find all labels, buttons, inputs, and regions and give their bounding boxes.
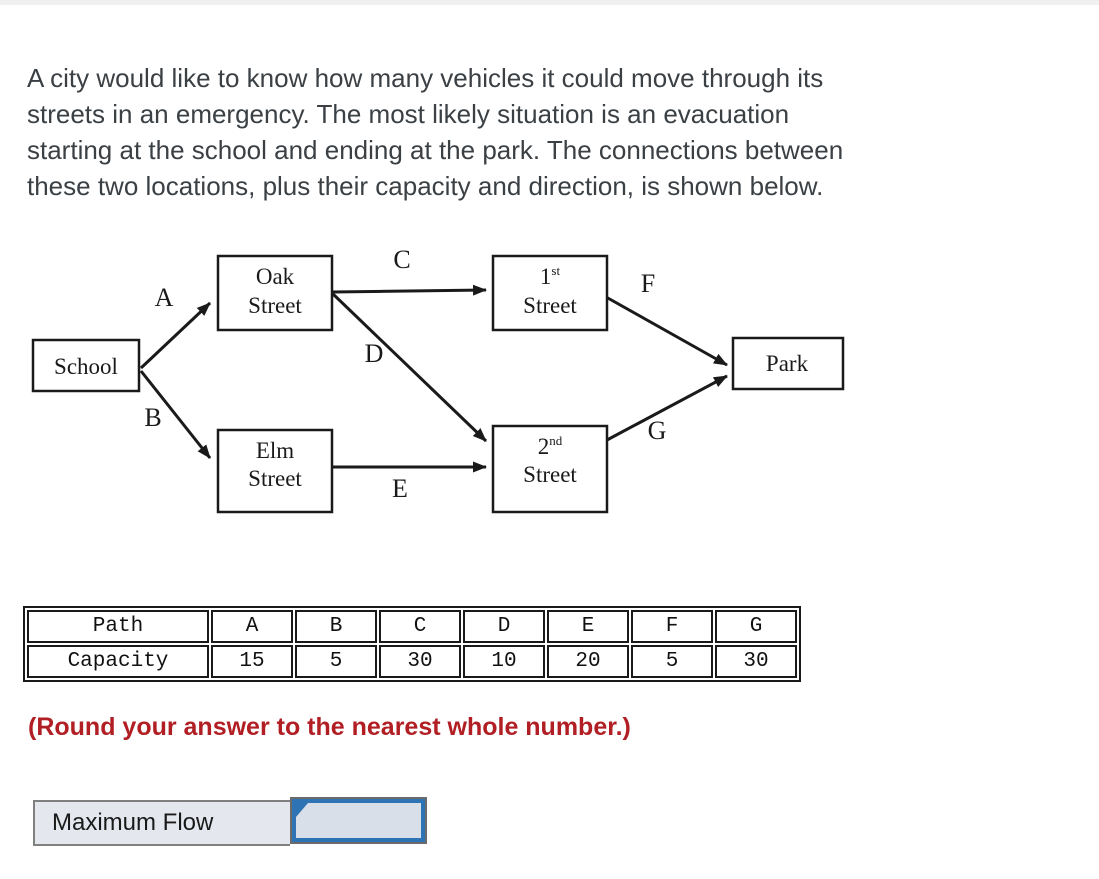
diagram-edges: [139, 284, 728, 473]
node-second-line1: 2nd: [538, 433, 563, 459]
node-second-line2: Street: [523, 462, 577, 487]
edge-label-f: F: [641, 269, 655, 298]
node-first-street-box: [491, 254, 609, 332]
column-header-cell: D: [463, 610, 545, 643]
edge-label-b: B: [144, 403, 161, 432]
capacity-table-header-row: Path A B C D E F G: [27, 610, 797, 643]
first-base: 1: [540, 264, 552, 289]
edge-f: [605, 295, 728, 367]
capacity-value-cell: 30: [379, 645, 461, 678]
question-text: A city would like to know how many vehic…: [27, 60, 1057, 204]
column-header-cell: A: [211, 610, 293, 643]
capacity-table-value-row: Capacity 15 5 30 10 20 5 30: [27, 645, 797, 678]
column-header-cell: C: [379, 610, 461, 643]
capacity-value-cell: 30: [715, 645, 797, 678]
capacity-table: Path A B C D E F G Capacity 15 5 30 10 2…: [23, 606, 801, 682]
edge-label-c: C: [393, 245, 410, 274]
node-elm-line2: Street: [248, 466, 302, 491]
edge-c: [331, 284, 487, 296]
path-header-cell: Path: [27, 610, 209, 643]
question-line: streets in an emergency. The most likely…: [27, 99, 790, 129]
top-page-strip: [0, 0, 1099, 5]
capacity-value-cell: 5: [295, 645, 377, 678]
capacity-value-cell: 5: [631, 645, 713, 678]
maximum-flow-field-inner: [292, 799, 425, 842]
column-header-cell: F: [631, 610, 713, 643]
node-first-line2: Street: [523, 293, 577, 318]
node-park-label: Park: [766, 351, 809, 376]
edge-label-d: D: [365, 339, 384, 368]
maximum-flow-input[interactable]: [296, 803, 421, 838]
column-header-cell: G: [715, 610, 797, 643]
column-header-cell: B: [295, 610, 377, 643]
node-elm-line1: Elm: [256, 438, 294, 463]
edge-b: [139, 370, 212, 459]
edge-d: [331, 292, 488, 443]
node-oak-street-box: [216, 254, 334, 332]
node-oak-line1: Oak: [256, 264, 295, 289]
node-elm-street-box: [216, 428, 334, 514]
question-line: starting at the school and ending at the…: [27, 135, 844, 165]
edge-label-e: E: [392, 474, 408, 503]
node-school-box: [31, 338, 141, 393]
edge-label-a: A: [155, 283, 174, 312]
edge-g: [606, 374, 728, 442]
edge-a: [139, 301, 212, 370]
maximum-flow-label: Maximum Flow: [33, 800, 290, 846]
node-labels: School Oak Street Elm Street 1st Street …: [54, 263, 809, 491]
node-oak-line2: Street: [248, 293, 302, 318]
maximum-flow-field-frame: [290, 797, 427, 844]
rounding-instruction: (Round your answer to the nearest whole …: [28, 713, 631, 741]
flow-network-diagram: School Oak Street Elm Street 1st Street …: [31, 245, 845, 514]
diagram-nodes: [31, 254, 845, 514]
capacity-value-cell: 20: [547, 645, 629, 678]
edge-labels: A B C D E F G: [144, 245, 666, 503]
first-superscript: st: [551, 263, 560, 278]
question-line: A city would like to know how many vehic…: [27, 63, 824, 93]
second-base: 2: [538, 434, 550, 459]
question-line: these two locations, plus their capacity…: [27, 171, 824, 201]
node-second-street-box: [491, 424, 609, 514]
node-park-box: [731, 336, 845, 391]
capacity-value-cell: 15: [211, 645, 293, 678]
node-school-label: School: [54, 354, 118, 379]
answer-row: Maximum Flow: [33, 797, 427, 846]
edge-label-g: G: [648, 416, 667, 445]
second-superscript: nd: [549, 433, 563, 448]
input-marker-icon: [296, 803, 308, 817]
column-header-cell: E: [547, 610, 629, 643]
node-first-line1: 1st: [540, 263, 561, 289]
capacity-label-cell: Capacity: [27, 645, 209, 678]
capacity-value-cell: 10: [463, 645, 545, 678]
